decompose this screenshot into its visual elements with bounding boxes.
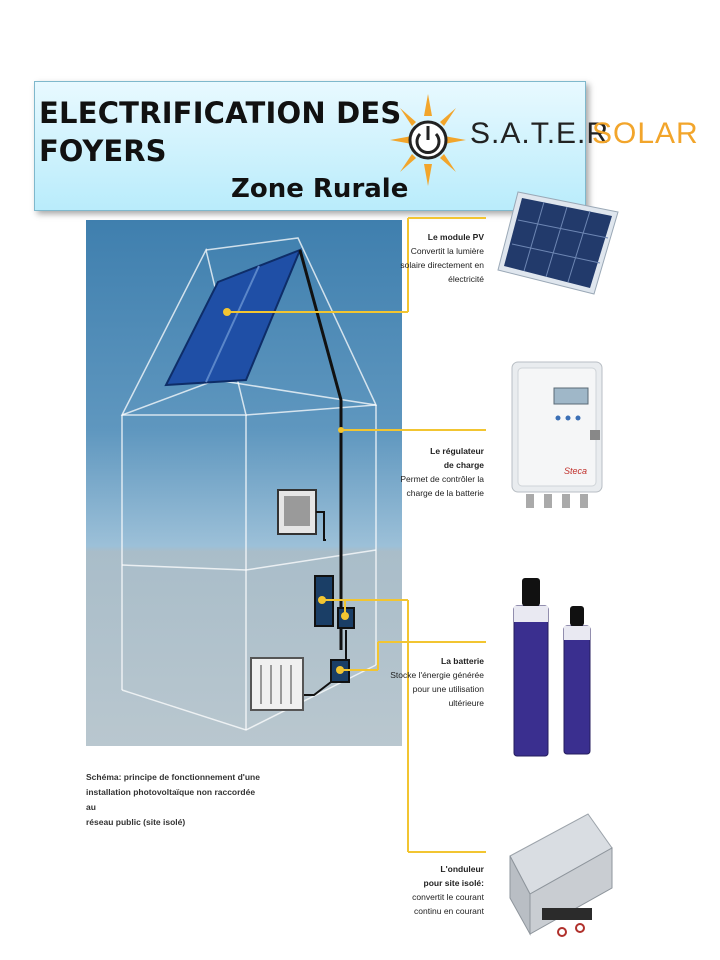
battery-box-icon: [250, 657, 304, 711]
callout-regulator-title: Le régulateur: [430, 446, 484, 456]
charge-regulator-photo: Steca: [511, 361, 603, 508]
callout-battery: La batterie Stocke l'énergie générée pou…: [384, 654, 484, 710]
svg-text:Steca: Steca: [564, 466, 587, 476]
callout-pv-desc-3: électricité: [448, 274, 484, 284]
callout-pv-desc-2: solaire directement en: [400, 260, 484, 270]
inverter-photo: [509, 813, 613, 937]
callout-battery-desc-1: Stocke l'énergie générée: [390, 670, 484, 680]
callout-pv-module: Le module PV Convertit la lumière solair…: [384, 230, 484, 286]
house-diagram-panel: [86, 220, 402, 746]
callout-regulator-desc-1: Permet de contrôler la: [400, 474, 484, 484]
battery-photo: [513, 578, 591, 757]
sun-power-icon: [390, 94, 466, 186]
callout-battery-title: La batterie: [441, 656, 484, 666]
diagram-caption: Schéma: principe de fonctionnement d'une…: [86, 770, 266, 830]
caption-line-2: installation photovoltaïque non raccordé…: [86, 787, 256, 812]
caption-line-1: Schéma: principe de fonctionnement d'une: [86, 772, 260, 782]
callout-inverter-title2: pour site isolé:: [423, 878, 484, 888]
callout-pv-title: Le module PV: [427, 232, 484, 242]
callout-inverter-desc-1: convertit le courant: [412, 892, 484, 902]
title-banner: ELECTRIFICATION DES FOYERS Zone Rurale: [34, 81, 586, 211]
callout-pv-desc-1: Convertit la lumière: [410, 246, 484, 256]
logo-text-solar: SOLAR: [592, 117, 699, 150]
callout-inverter: L'onduleur pour site isolé: convertit le…: [384, 862, 484, 918]
callout-inverter-title: L'onduleur: [440, 864, 484, 874]
page-title-line2: FOYERS: [39, 134, 167, 168]
callout-regulator-title2: de charge: [443, 460, 484, 470]
page-subtitle: Zone Rurale: [231, 174, 409, 204]
callout-regulator: Le régulateur de charge Permet de contrô…: [384, 444, 484, 500]
callout-inverter-desc-2: continu en courant: [414, 906, 484, 916]
pv-module-photo: [497, 191, 619, 295]
house-diagram: [120, 237, 378, 731]
pv-module: [164, 248, 302, 387]
callout-battery-desc-3: ultérieure: [448, 698, 484, 708]
callout-battery-desc-2: pour une utilisation: [412, 684, 484, 694]
caption-line-3: réseau public (site isolé): [86, 817, 186, 827]
callout-regulator-desc-2: charge de la batterie: [406, 488, 485, 498]
logo-text-sater: S.A.T.E.R: [470, 117, 610, 150]
page-title-line1: ELECTRIFICATION DES: [39, 96, 402, 130]
